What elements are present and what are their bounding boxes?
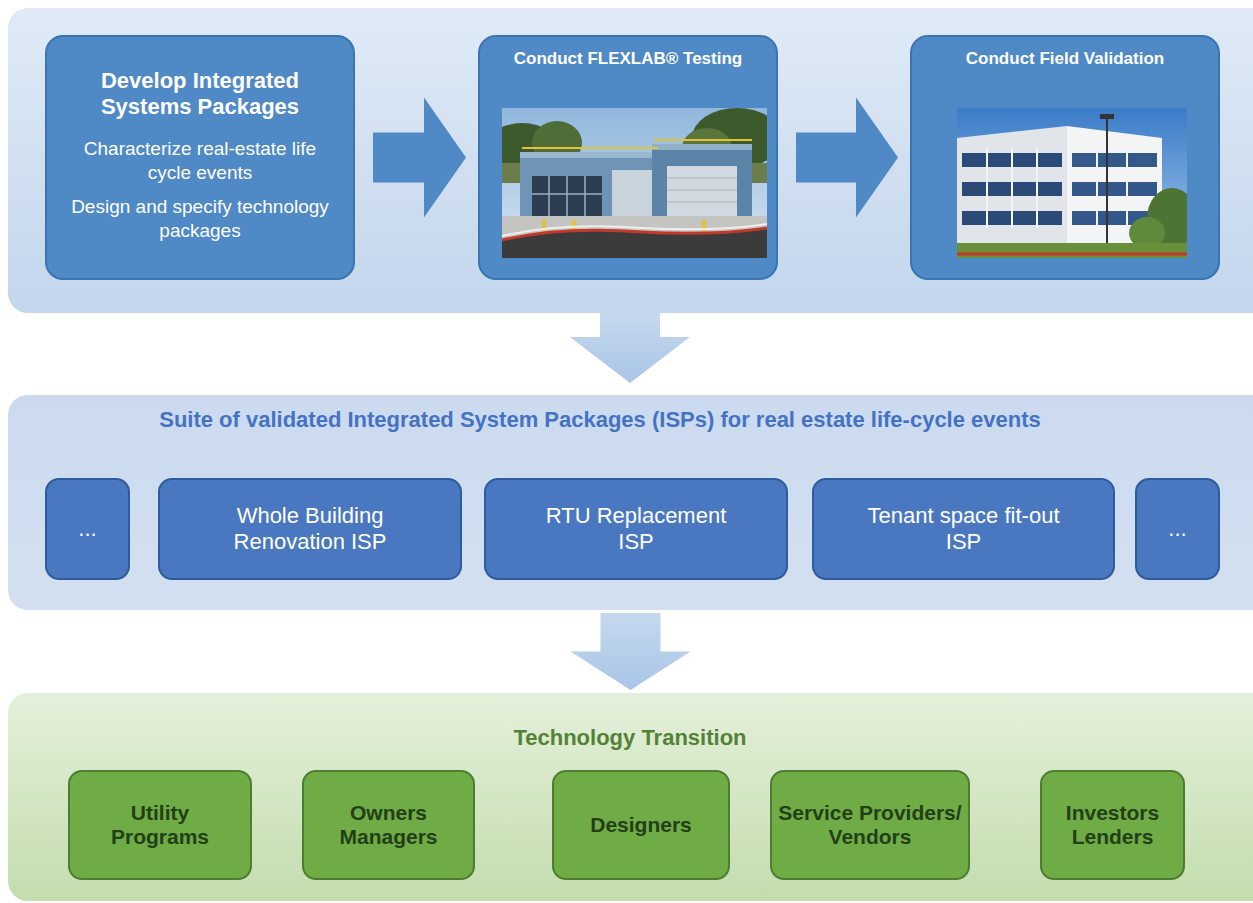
box-label: Investors Lenders [1048,801,1178,849]
box-text: Characterize real-estate life cycle even… [61,137,339,185]
box-text: Design and specify technology packages [61,195,339,243]
audience-box: Designers [552,770,730,880]
package-box: RTU Replacement ISP [484,478,788,580]
box-label: Utility Programs [95,801,225,849]
package-box: ... [1135,478,1220,580]
process-box: Conduct FLEXLAB® Testing [478,35,778,280]
package-box: ... [45,478,130,580]
block-arrow [571,613,691,690]
box-label: RTU Replacement ISP [536,503,736,556]
box-label: ... [1168,516,1186,542]
group-band: Technology TransitionUtility Programs Own… [8,693,1253,901]
down-arrow [570,313,690,383]
block-arrow [796,98,898,218]
box-heading: Conduct Field Validation [966,49,1164,69]
block-arrow [373,98,466,218]
box-label: Designers [590,813,692,837]
box-label: ... [78,516,96,542]
package-box: Whole Building Renovation ISP [158,478,462,580]
audience-box: Service Providers/ Vendors [770,770,970,880]
box-heading: Develop Integrated Systems Packages [61,68,339,121]
process-box: Develop Integrated Systems PackagesChara… [45,35,355,280]
box-heading: Conduct FLEXLAB® Testing [514,49,742,69]
audience-box: Utility Programs [68,770,252,880]
band-title: Technology Transition [70,723,1190,754]
box-label: Whole Building Renovation ISP [210,503,410,556]
building-photo [957,108,1187,258]
box-label: Owners Managers [324,801,454,849]
audience-box: Investors Lenders [1040,770,1185,880]
box-label: Service Providers/ Vendors [774,801,966,849]
group-band: Suite of validated Integrated System Pac… [8,395,1253,610]
band-title: Suite of validated Integrated System Pac… [70,405,1130,436]
audience-box: Owners Managers [302,770,475,880]
lab-photo [502,108,767,258]
process-box: Conduct Field Validation [910,35,1220,280]
box-label: Tenant space fit-out ISP [864,503,1064,556]
package-box: Tenant space fit-out ISP [812,478,1115,580]
